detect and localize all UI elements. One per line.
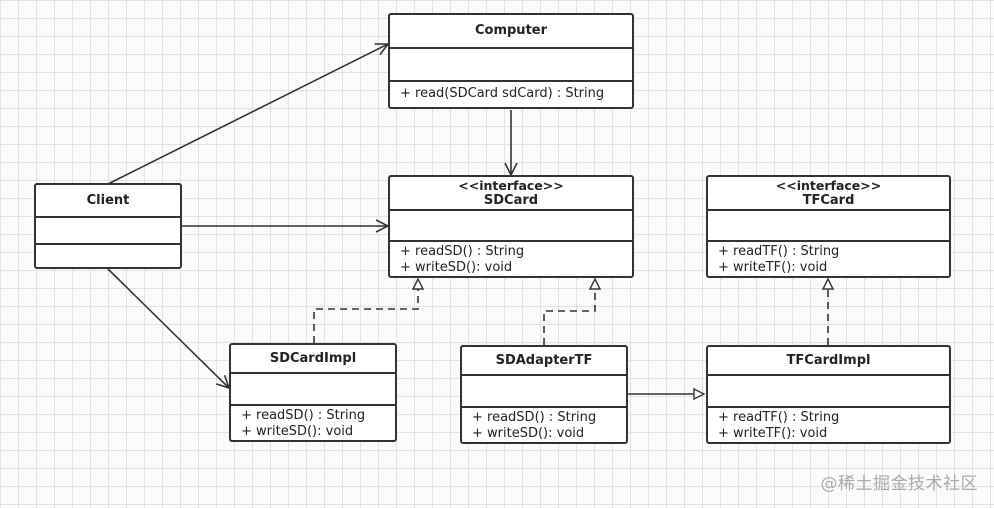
class-name: SDCardImpl xyxy=(269,350,357,366)
operation: + writeSD(): void xyxy=(400,260,513,275)
class-name: SDAdapterTF xyxy=(495,352,593,368)
sdcardimpl-operations-section: + readSD() : String + writeSD(): void xyxy=(231,404,395,440)
tfcard-operations-section: + readTF() : String + writeTF(): void xyxy=(708,240,949,276)
operation: + writeTF(): void xyxy=(718,426,828,441)
client-attributes-section xyxy=(36,216,180,243)
operation: + writeTF(): void xyxy=(718,260,828,275)
operation: + readTF() : String xyxy=(718,244,840,259)
operation: + readSD() : String xyxy=(400,244,525,259)
adapter-realizes-sdcard xyxy=(543,279,595,345)
tfcard-interface[interactable]: <<interface>> TFCard + readTF() : String… xyxy=(706,175,951,278)
tfcardimpl-class[interactable]: TFCardImpl + readTF() : String + writeTF… xyxy=(706,345,951,444)
sdcardimpl-class[interactable]: SDCardImpl + readSD() : String + writeSD… xyxy=(229,343,397,442)
tfcardimpl-attributes-section xyxy=(708,374,949,406)
sdcard-attributes-section xyxy=(390,209,632,240)
client-to-sdcardimpl-association xyxy=(107,268,229,388)
client-to-computer-association xyxy=(107,44,388,185)
sdcardimpl-realizes-sdcard xyxy=(313,279,418,343)
class-name: TFCard xyxy=(802,192,855,208)
sdcard-name-section: <<interface>> SDCard xyxy=(390,177,632,209)
client-class[interactable]: Client xyxy=(34,183,182,269)
class-name: TFCardImpl xyxy=(786,352,871,368)
computer-operations-section: + read(SDCard sdCard) : String xyxy=(390,80,632,107)
computer-class-name-section: Computer xyxy=(390,15,632,47)
operation: + readTF() : String xyxy=(718,410,840,425)
tfcard-name-section: <<interface>> TFCard xyxy=(708,177,949,209)
operation: + writeSD(): void xyxy=(472,426,585,441)
computer-class[interactable]: Computer + read(SDCard sdCard) : String xyxy=(388,13,634,109)
sdadaptertf-name-section: SDAdapterTF xyxy=(462,347,626,374)
sdadaptertf-class[interactable]: SDAdapterTF + readSD() : String + writeS… xyxy=(460,345,628,444)
class-name: SDCard xyxy=(483,192,539,208)
class-name: Client xyxy=(86,192,130,208)
class-name: Computer xyxy=(474,23,548,38)
computer-attributes-section xyxy=(390,47,632,80)
operation: + readSD() : String xyxy=(241,408,366,423)
operation: + writeSD(): void xyxy=(241,424,354,439)
tfcard-attributes-section xyxy=(708,209,949,240)
sdcard-operations-section: + readSD() : String + writeSD(): void xyxy=(390,240,632,276)
sdadaptertf-attributes-section xyxy=(462,374,626,406)
tfcardimpl-name-section: TFCardImpl xyxy=(708,347,949,374)
interface-stereotype: <<interface>> xyxy=(775,177,882,193)
interface-stereotype: <<interface>> xyxy=(458,177,564,193)
operation: + read(SDCard sdCard) : String xyxy=(400,86,605,101)
client-operations-section xyxy=(36,243,180,267)
sdcardimpl-attributes-section xyxy=(231,372,395,404)
operation: + readSD() : String xyxy=(472,410,597,425)
sdadaptertf-operations-section: + readSD() : String + writeSD(): void xyxy=(462,406,626,442)
watermark: @稀土掘金技术社区 xyxy=(820,474,978,494)
tfcardimpl-operations-section: + readTF() : String + writeTF(): void xyxy=(708,406,949,442)
sdcard-interface[interactable]: <<interface>> SDCard + readSD() : String… xyxy=(388,175,634,278)
client-class-name-section: Client xyxy=(36,185,180,216)
sdcardimpl-name-section: SDCardImpl xyxy=(231,345,395,372)
